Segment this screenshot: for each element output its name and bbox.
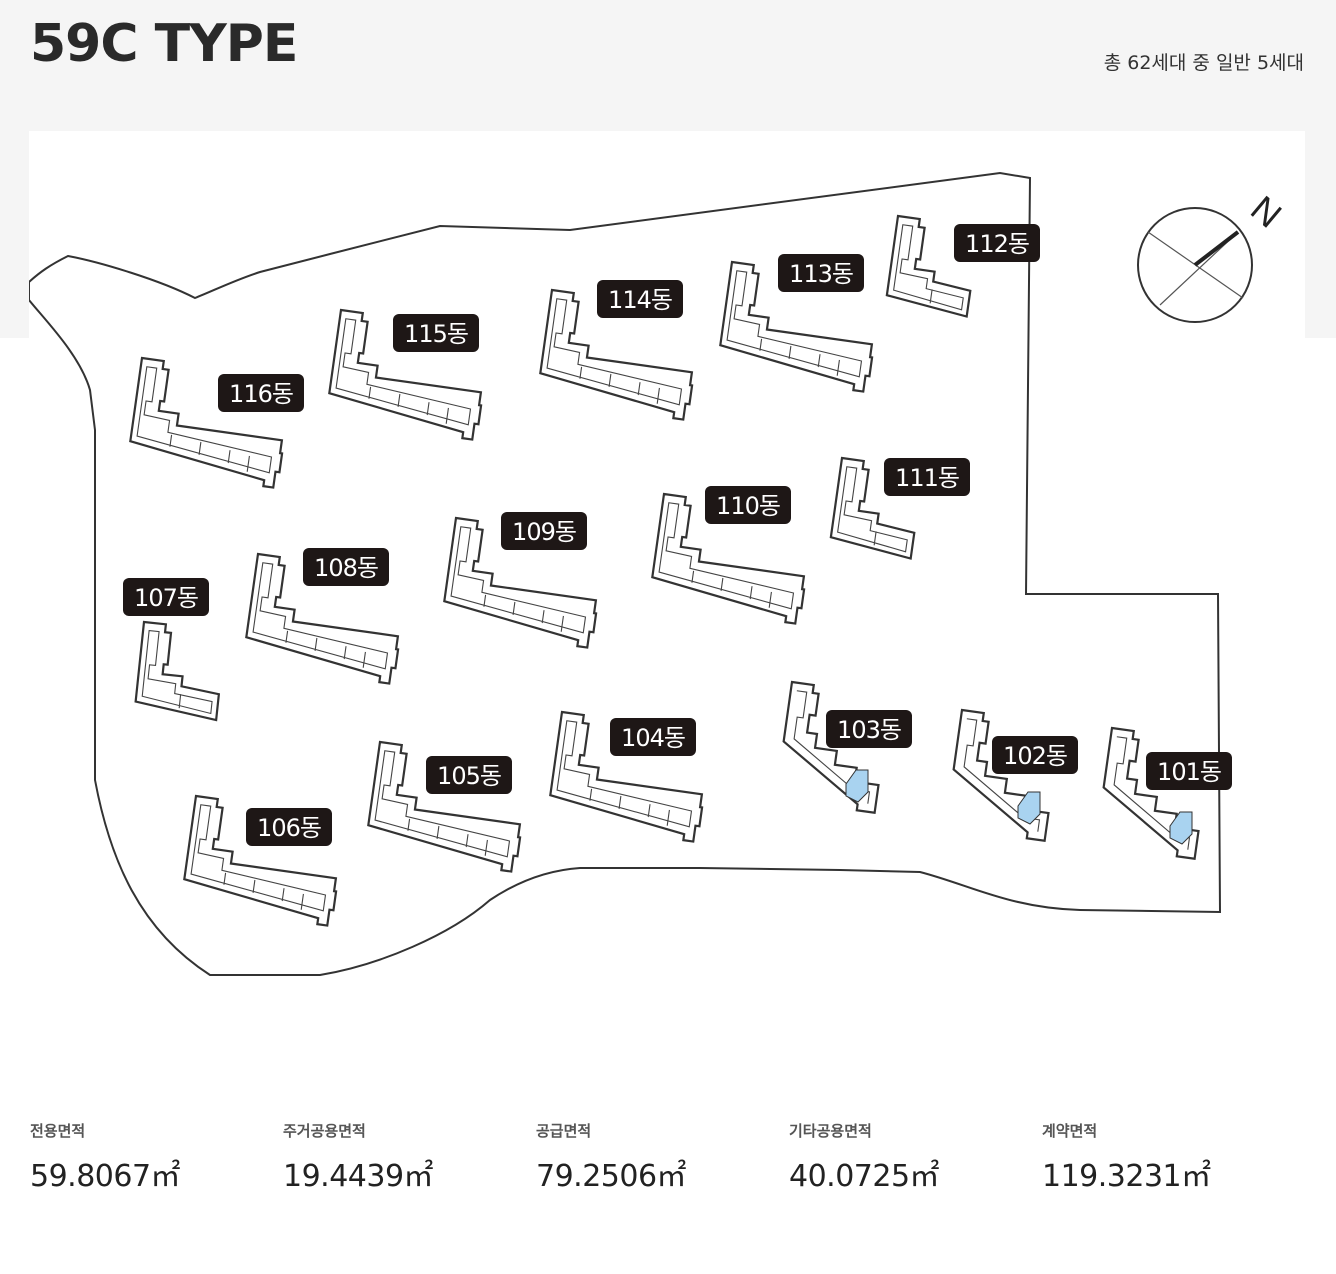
building-label-110: 110동	[705, 486, 791, 524]
building-label-101: 101동	[1146, 752, 1232, 790]
building-label-104: 104동	[610, 718, 696, 756]
building-label-text: 101동	[1157, 758, 1221, 786]
building-label-text: 109동	[512, 518, 576, 546]
building-label-text: 112동	[965, 230, 1029, 258]
building-label-bg	[501, 512, 587, 550]
building-label-112: 112동	[954, 224, 1040, 262]
building-label-103: 103동	[826, 710, 912, 748]
area-value: 119.3231㎡	[1042, 1159, 1211, 1194]
area-other-common: 기타공용면적 40.0725㎡	[789, 1120, 940, 1195]
building-label-bg	[884, 458, 970, 496]
building-label-text: 108동	[314, 554, 378, 582]
building-label-114: 114동	[597, 280, 683, 318]
building-label-text: 115동	[404, 320, 468, 348]
building-label-bg	[597, 280, 683, 318]
building-label-108: 108동	[303, 548, 389, 586]
building-label-bg	[303, 548, 389, 586]
site-plan-svg: 101동 102동 103동 104동 105동 106동 107동 108동 109동 110동…	[29, 171, 1289, 976]
building-label-bg	[246, 808, 332, 846]
building-label-text: 113동	[789, 260, 853, 288]
area-label: 계약면적	[1042, 1122, 1098, 1140]
building-label-bg	[1146, 752, 1232, 790]
building-label-113: 113동	[778, 254, 864, 292]
building-label-bg	[826, 710, 912, 748]
site-boundary	[29, 171, 1222, 976]
building-label-bg	[610, 718, 696, 756]
area-contract: 계약면적 119.3231㎡	[1042, 1120, 1211, 1195]
building-label-text: 103동	[837, 716, 901, 744]
building-label-bg	[778, 254, 864, 292]
compass-circle	[1137, 207, 1253, 323]
area-label: 주거공용면적	[283, 1122, 366, 1140]
building-label-text: 114동	[608, 286, 672, 314]
building-label-bg	[705, 486, 791, 524]
compass: N	[1137, 188, 1289, 323]
area-value: 19.4439㎡	[283, 1159, 434, 1194]
area-label: 기타공용면적	[789, 1122, 872, 1140]
site-plan: 101동 102동 103동 104동 105동 106동 107동 108동 109동 110동…	[29, 131, 1305, 1001]
area-supply: 공급면적 79.2506㎡	[536, 1120, 687, 1195]
unit-summary: 총 62세대 중 일반 5세대	[1103, 52, 1304, 74]
building-label-106: 106동	[246, 808, 332, 846]
building-label-text: 104동	[621, 724, 685, 752]
building-label-text: 116동	[229, 380, 293, 408]
building-label-bg	[426, 756, 512, 794]
building-label-text: 110동	[716, 492, 780, 520]
building-label-bg	[393, 314, 479, 352]
building-label-bg	[218, 374, 304, 412]
building-label-text: 106동	[257, 814, 321, 842]
compass-needle	[1193, 230, 1240, 267]
building-label-111: 111동	[884, 458, 970, 496]
area-summary: 전용면적 59.8067㎡ 주거공용면적 19.4439㎡ 공급면적 79.25…	[30, 1120, 1310, 1200]
building-label-text: 102동	[1003, 742, 1067, 770]
highlighted-unit-102	[1017, 791, 1041, 825]
building-label-text: 107동	[134, 584, 198, 612]
building-label-bg	[123, 578, 209, 616]
area-value: 79.2506㎡	[536, 1159, 687, 1194]
page-title: 59C TYPE	[30, 14, 298, 74]
building-label-116: 116동	[218, 374, 304, 412]
building-label-109: 109동	[501, 512, 587, 550]
area-value: 40.0725㎡	[789, 1159, 940, 1194]
building-label-text: 105동	[437, 762, 501, 790]
building-label-102: 102동	[992, 736, 1078, 774]
building-label-bg	[954, 224, 1040, 262]
area-label: 공급면적	[536, 1122, 592, 1140]
area-value: 59.8067㎡	[30, 1159, 181, 1194]
area-exclusive: 전용면적 59.8067㎡	[30, 1120, 181, 1195]
highlighted-unit-101	[1169, 811, 1193, 845]
area-label: 전용면적	[30, 1122, 86, 1140]
highlighted-unit-103	[845, 769, 869, 803]
compass-north-label: N	[1243, 188, 1289, 236]
building-label-bg	[992, 736, 1078, 774]
building-label-105: 105동	[426, 756, 512, 794]
building-label-text: 111동	[895, 464, 959, 492]
area-residential-common: 주거공용면적 19.4439㎡	[283, 1120, 434, 1195]
building-label-107: 107동	[123, 578, 209, 616]
building-label-115: 115동	[393, 314, 479, 352]
